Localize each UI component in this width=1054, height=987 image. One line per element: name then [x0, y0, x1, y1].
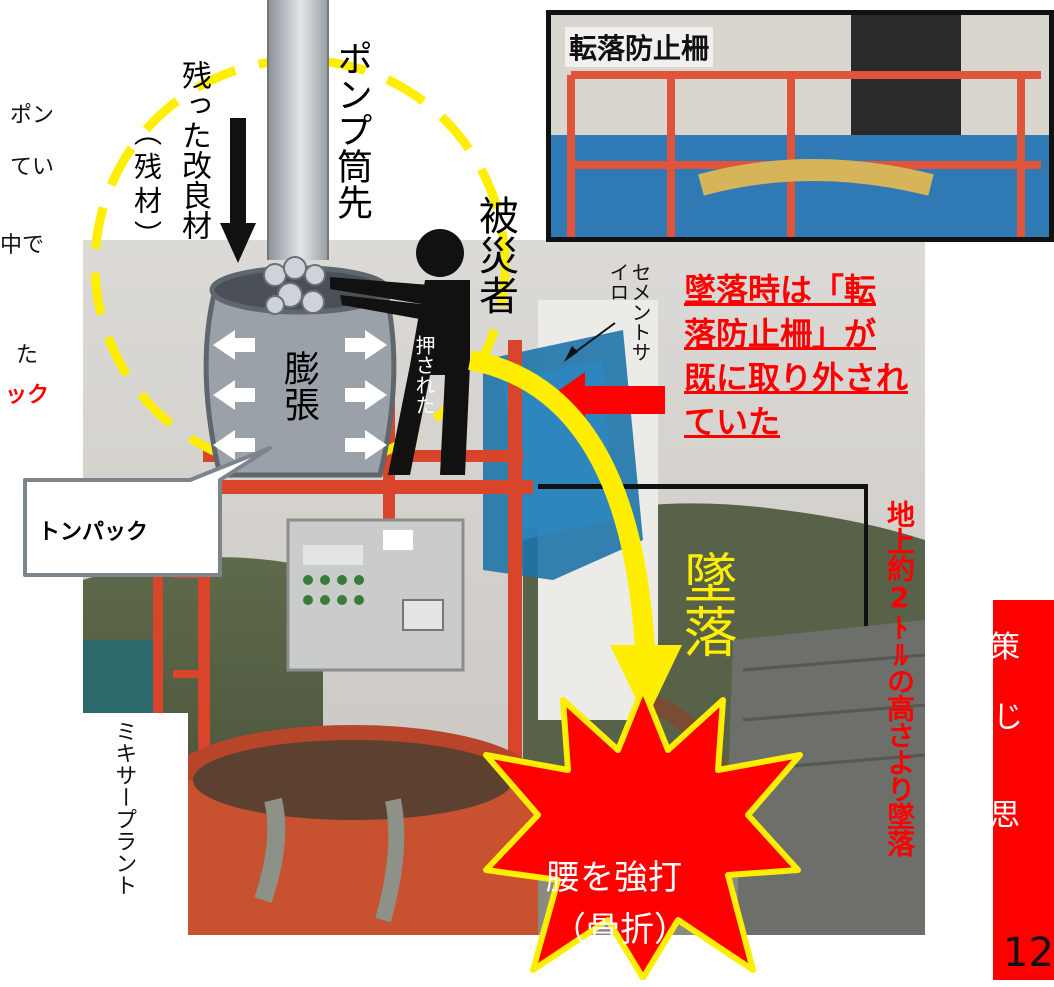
fence-note-line-4: ていた: [684, 403, 781, 442]
mixer-plant-box: [83, 713, 188, 935]
tonpack-bag: [203, 256, 397, 478]
height-note: 地上約2ﾄﾙの高さより墜落: [883, 500, 916, 856]
fence-note-line-3: 既に取り外され: [684, 359, 909, 398]
fence-removed-note: 墜落時は「転 落防止柵」が 既に取り外され ていた: [684, 268, 908, 445]
red-note-box: 策 じ 思: [990, 600, 1054, 980]
red-box-fragment-3: 思: [990, 798, 1020, 833]
impact-burst: [483, 685, 803, 980]
inset-title: 転落防止柵: [565, 27, 714, 67]
expansion-label: 膨張: [278, 350, 319, 422]
left-fragment-3: 中で: [0, 233, 45, 258]
mixer-plant-label: ミキサープラント: [111, 720, 137, 896]
left-fragment-1: ポン: [10, 103, 55, 128]
left-fragment-2: てい: [10, 155, 55, 180]
pump-tip-label: ポンプ筒先: [331, 40, 372, 220]
page-number: 12: [1003, 930, 1054, 976]
tonpack-label: トンパック: [38, 520, 149, 545]
red-box-fragment-1: 策: [990, 630, 1020, 665]
left-fragment-5: ック: [5, 383, 50, 408]
fall-arrow-icon: [468, 350, 682, 720]
fall-label: 墜落: [674, 550, 737, 658]
victim-label: 被災者: [472, 195, 518, 315]
fence-note-line-2: 落防止柵」が: [684, 315, 877, 354]
tonpack-callout-bubble: [23, 446, 272, 577]
pushed-label: 押された: [412, 335, 436, 415]
down-arrow-icon: [220, 118, 256, 263]
leftover-material-label: 残った改良材: [176, 60, 211, 240]
pump-pipe: [267, 0, 329, 260]
left-fragment-4: た: [16, 343, 39, 368]
leftover-paren-label: （残材）: [130, 118, 163, 254]
red-box-fragment-2: じ: [993, 700, 1023, 735]
cement-silo-label: セメントサイロ: [606, 262, 652, 362]
victim-figure: [330, 229, 470, 475]
impact-sub-label: （骨折）: [552, 910, 688, 950]
silo-pointer-arrow: [564, 322, 616, 362]
inset-photo: 転落防止柵: [546, 10, 1054, 242]
impact-label: 腰を強打: [546, 858, 682, 898]
fence-note-line-1: 墜落時は「転: [684, 271, 877, 309]
